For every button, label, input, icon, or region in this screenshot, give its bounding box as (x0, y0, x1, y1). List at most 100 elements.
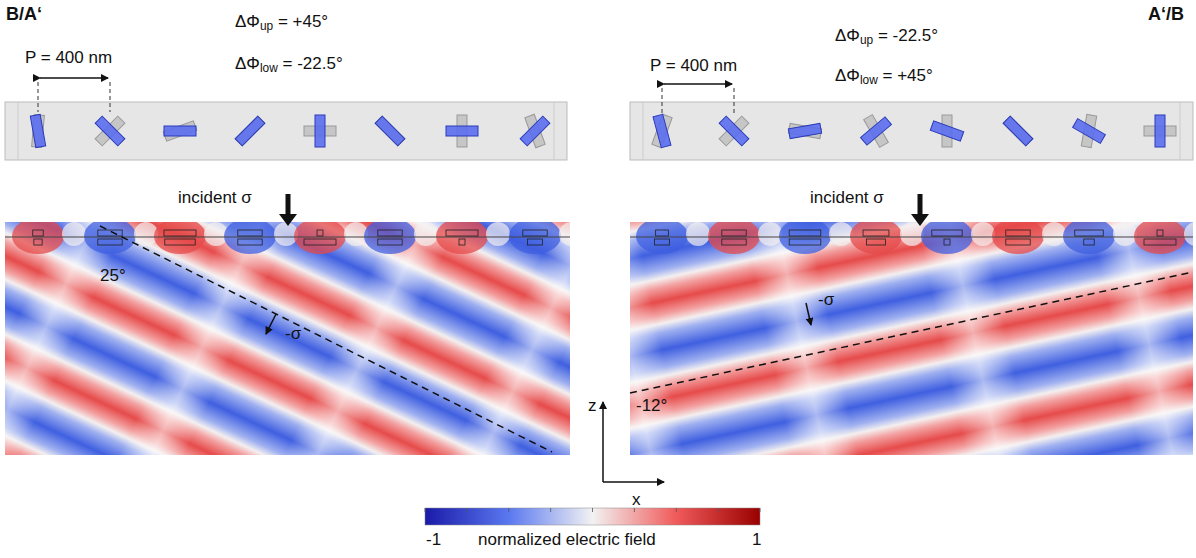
colorbar-tick (676, 508, 677, 512)
rod-outline (238, 230, 262, 236)
upper-nanorod (788, 123, 821, 138)
rod-outline (317, 230, 323, 236)
rod-outline (1075, 230, 1104, 236)
rod-outline (165, 239, 195, 245)
rod-outline (304, 239, 336, 245)
near-field (758, 222, 782, 246)
rod-outline (1144, 239, 1176, 245)
rod-outline (34, 239, 42, 245)
near-field (154, 222, 206, 254)
rod-outline (789, 239, 821, 245)
near-field (559, 222, 570, 246)
rod-outline (378, 239, 402, 245)
upper-nanorod (95, 116, 125, 146)
lower-nanorod (95, 116, 125, 146)
rod-outline (98, 239, 122, 245)
near-field (1113, 222, 1137, 246)
rod-outline (867, 239, 886, 245)
angle-label: 25° (100, 266, 126, 286)
near-field (224, 222, 276, 254)
near-field (1042, 222, 1066, 246)
period-label: P = 400 nm (25, 48, 112, 68)
rod-outline (98, 230, 122, 236)
rod-outline (1157, 230, 1163, 236)
panel-label: B/A‘ (6, 4, 42, 25)
lower-nanorod (788, 123, 821, 138)
near-field (971, 222, 995, 246)
near-field (686, 222, 710, 246)
colorbar-tick (718, 508, 719, 512)
upper-nanorod (235, 116, 265, 146)
upper-nanorod (930, 121, 963, 141)
colorbar-tick-label: -1 (426, 530, 441, 550)
upper-nanorod (1003, 116, 1033, 146)
near-field (1134, 222, 1186, 254)
rod-outline (528, 239, 543, 245)
period-label: P = 400 nm (650, 56, 737, 76)
upper-nanorod (861, 117, 892, 145)
colorbar-title: normalized electric field (478, 530, 656, 550)
angle-label: -12° (636, 396, 667, 416)
lower-nanorod (163, 121, 196, 141)
incident-label: incident σ (810, 188, 884, 208)
upper-nanorod (653, 114, 671, 147)
rod-outline (722, 239, 746, 245)
upper-nanorod (1155, 115, 1165, 147)
upper-nanorod (446, 126, 478, 136)
near-field (12, 222, 64, 254)
colorbar-tick (550, 508, 551, 512)
colorbar-tick (592, 508, 593, 512)
lower-nanorod (235, 116, 265, 146)
near-field (779, 222, 831, 254)
rod-outline (789, 230, 821, 236)
near-field (509, 222, 561, 254)
rod-outline (1084, 239, 1095, 245)
lower-nanorod (1003, 116, 1033, 146)
upper-nanorod (1073, 119, 1106, 144)
rod-outline (932, 230, 962, 236)
upper-nanorod (375, 116, 405, 146)
near-field (436, 222, 488, 254)
phase-label: ΔΦlow = -22.5° (235, 54, 343, 76)
colorbar-tick-label: 1 (752, 530, 761, 550)
panel-label: A‘/B (1148, 4, 1184, 25)
polarization-label: -σ (285, 324, 301, 344)
rod-outline (722, 230, 746, 236)
rod-outline (164, 230, 196, 236)
phase-label: ΔΦup = +45° (235, 12, 328, 34)
lower-nanorod (719, 116, 749, 146)
rod-outline (863, 230, 889, 236)
lower-nanorod (375, 116, 405, 146)
upper-nanorod (164, 126, 196, 136)
near-field (1063, 222, 1115, 254)
upper-nanorod (719, 116, 749, 146)
near-field (62, 222, 86, 246)
rod-outline (656, 230, 669, 236)
upper-nanorod (30, 114, 45, 147)
rod-outline (1006, 230, 1030, 236)
colorbar-tick (760, 508, 761, 512)
rod-outline (1006, 239, 1030, 245)
phase-label: ΔΦlow = +45° (835, 66, 933, 88)
incident-label: incident σ (178, 188, 252, 208)
near-field (992, 222, 1044, 254)
near-field (636, 222, 688, 254)
polarization-label: -σ (818, 290, 834, 310)
near-field (364, 222, 416, 254)
rod-outline (944, 239, 950, 245)
rod-outline (446, 230, 478, 236)
near-field (900, 222, 924, 246)
colorbar-tick (466, 508, 467, 512)
colorbar-tick (508, 508, 509, 512)
axis-label: z (588, 396, 597, 416)
upper-nanorod (315, 115, 325, 147)
near-field (829, 222, 853, 246)
near-field (486, 222, 510, 246)
phase-label: ΔΦup = -22.5° (835, 26, 938, 48)
rod-outline (523, 230, 547, 236)
near-field (708, 222, 760, 254)
rod-outline (655, 239, 670, 245)
near-field (921, 222, 973, 254)
colorbar-tick (425, 508, 426, 512)
